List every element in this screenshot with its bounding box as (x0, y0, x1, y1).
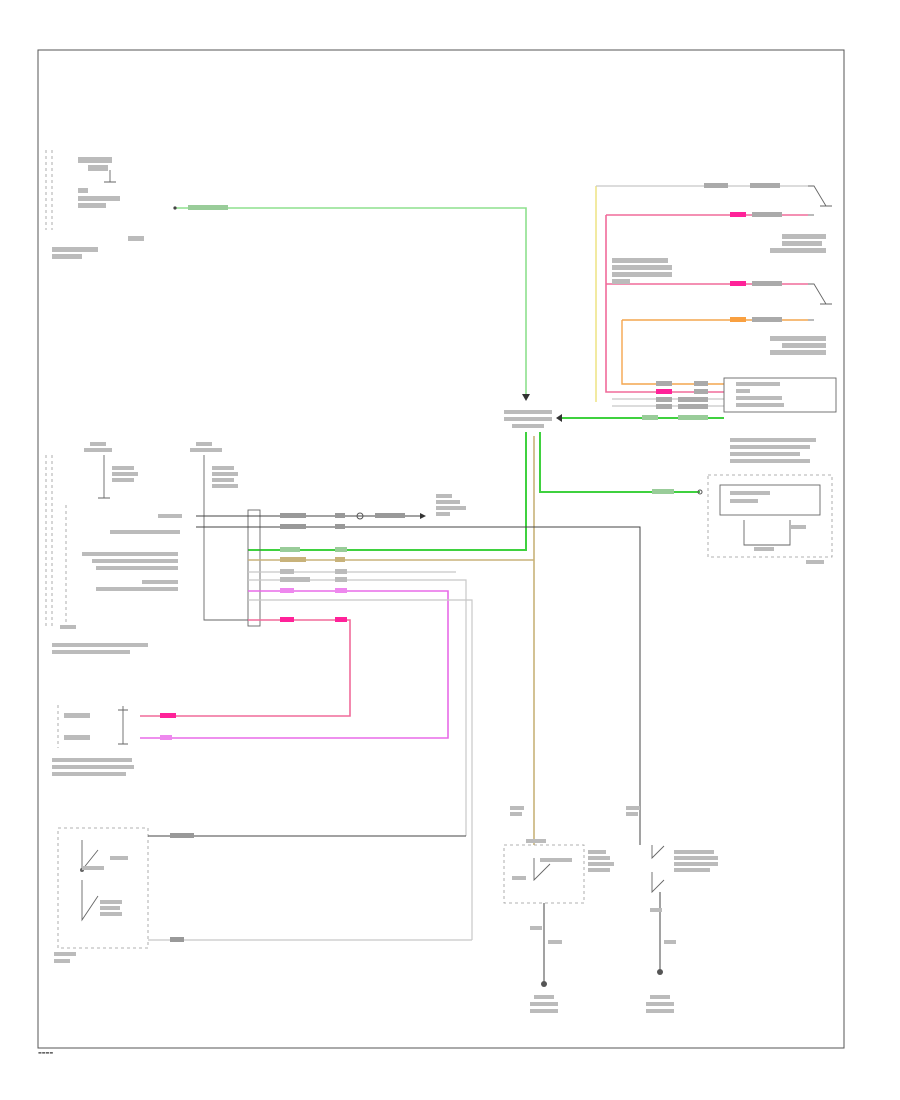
wire-cluster-to-module (173, 205, 530, 401)
page-marker: ▬▬▬▬ (38, 1050, 53, 1055)
inflatable-restraint-module (707, 438, 833, 564)
passenger-presence-module (52, 705, 176, 776)
connector-icon (420, 513, 426, 519)
wire-sensors-to-module (556, 414, 724, 422)
park-neutral-switch (626, 806, 718, 1013)
ground-icon (657, 969, 663, 975)
turn-signal-switch (503, 806, 614, 1013)
ignition-switch (54, 827, 472, 963)
occupant-sensors-right (595, 183, 837, 413)
ground-icon (541, 981, 547, 987)
connector-icon (556, 414, 562, 422)
instrument-panel-cluster (45, 150, 144, 259)
diagram-frame (37, 49, 845, 1049)
connector-icon (522, 394, 530, 401)
body-control-module (45, 442, 641, 940)
center-module (248, 410, 703, 845)
